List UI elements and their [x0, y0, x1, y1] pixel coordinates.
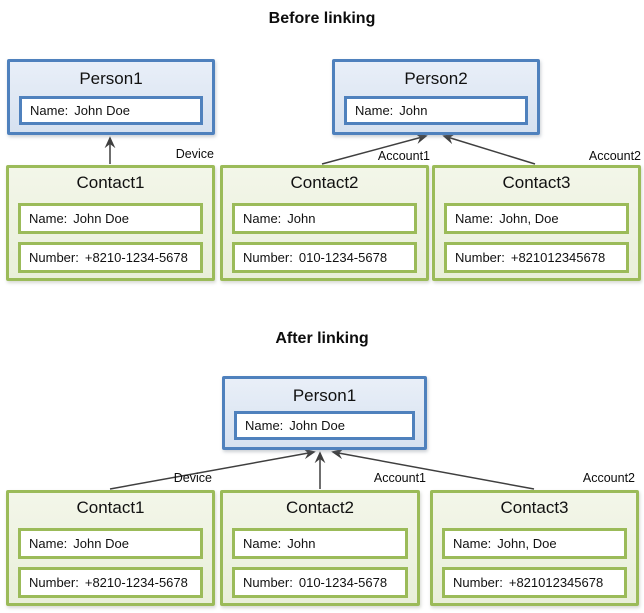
before-contact1-number-field: Number: +8210-1234-5678: [18, 242, 203, 273]
after-device-label: Device: [173, 471, 212, 485]
number-field-label: Number:: [453, 575, 503, 590]
name-field-value: John Doe: [74, 103, 130, 118]
before-person1-title: Person1: [79, 69, 143, 88]
number-field-value: +821012345678: [508, 575, 604, 590]
after-person1-title: Person1: [292, 386, 357, 405]
arrow-after-contact3-person1: [331, 448, 535, 490]
name-field-label: Name:: [29, 211, 68, 226]
before-person2-title: Person2: [404, 69, 468, 88]
name-field-value: John Doe: [73, 211, 129, 226]
after-contact2-name-field: Name: John: [232, 528, 408, 559]
after-contact1-box: Contact1 Name: John Doe Number: +8210-12…: [6, 490, 215, 606]
before-device-label: Device: [175, 147, 214, 161]
after-section-title: After linking: [275, 330, 369, 347]
after-contact3-title: Contact3: [500, 498, 569, 517]
name-field-label: Name:: [355, 103, 394, 118]
number-field-value: +8210-1234-5678: [84, 250, 188, 265]
number-field-value: 010-1234-5678: [298, 250, 388, 265]
name-field-label: Name:: [30, 103, 69, 118]
number-field-value: +8210-1234-5678: [84, 575, 188, 590]
name-field-value: John: [399, 103, 428, 118]
name-field-value: John, Doe: [499, 211, 559, 226]
before-contact3-title: Contact3: [502, 173, 571, 192]
before-person1-box: Person1 Name: John Doe: [7, 59, 215, 135]
after-contact1-title: Contact1: [76, 498, 145, 517]
number-field-label: Number:: [29, 575, 79, 590]
name-field-label: Name:: [455, 211, 494, 226]
name-field-label: Name:: [243, 211, 282, 226]
after-person1-name-field: Name: John Doe: [234, 411, 415, 440]
number-field-label: Number:: [243, 575, 293, 590]
before-contact1-box: Contact1 Name: John Doe Number: +8210-12…: [6, 165, 215, 281]
after-contact2-title: Contact2: [285, 498, 355, 517]
before-contact2-title: Contact2: [290, 173, 359, 192]
after-account2-label: Account2: [582, 471, 635, 485]
name-field-label: Name:: [245, 418, 284, 433]
after-contact2-box: Contact2 Name: John Number: 010-1234-567…: [220, 490, 420, 606]
number-field-label: Number:: [29, 250, 79, 265]
before-contact2-number-field: Number: 010-1234-5678: [232, 242, 417, 273]
name-field-value: John Doe: [289, 418, 345, 433]
name-field-label: Name:: [243, 536, 282, 551]
before-contact2-name-field: Name: John: [232, 203, 417, 234]
before-contact3-number-field: Number: +821012345678: [444, 242, 629, 273]
name-field-value: John: [287, 536, 316, 551]
before-contact3-name-field: Name: John, Doe: [444, 203, 629, 234]
before-contact3-box: Contact3 Name: John, Doe Number: +821012…: [432, 165, 641, 281]
before-contact2-box: Contact2 Name: John Number: 010-1234-567…: [220, 165, 429, 281]
before-person2-box: Person2 Name: John: [332, 59, 540, 135]
number-field-label: Number:: [243, 250, 293, 265]
number-field-value: 010-1234-5678: [298, 575, 388, 590]
before-section-title: Before linking: [268, 10, 376, 27]
arrow-before-contact3-person2: [442, 133, 536, 165]
after-contact2-number-field: Number: 010-1234-5678: [232, 567, 408, 598]
name-field-value: John, Doe: [497, 536, 557, 551]
name-field-value: John: [287, 211, 316, 226]
name-field-label: Name:: [453, 536, 492, 551]
arrow-after-contact1-person1: [109, 448, 316, 490]
number-field-label: Number:: [455, 250, 505, 265]
after-account1-label: Account1: [373, 471, 426, 485]
before-account1-label: Account1: [377, 149, 430, 163]
after-contact3-box: Contact3 Name: John, Doe Number: +821012…: [430, 490, 639, 606]
before-contact1-name-field: Name: John Doe: [18, 203, 203, 234]
before-person2-name-field: Name: John: [344, 96, 528, 125]
before-contact1-title: Contact1: [76, 173, 145, 192]
name-field-value: John Doe: [73, 536, 129, 551]
after-contact3-number-field: Number: +821012345678: [442, 567, 627, 598]
after-contact1-number-field: Number: +8210-1234-5678: [18, 567, 203, 598]
after-person1-box: Person1 Name: John Doe: [222, 376, 427, 450]
before-person1-name-field: Name: John Doe: [19, 96, 203, 125]
before-account2-label: Account2: [588, 149, 641, 163]
number-field-value: +821012345678: [510, 250, 606, 265]
name-field-label: Name:: [29, 536, 68, 551]
after-contact1-name-field: Name: John Doe: [18, 528, 203, 559]
after-contact3-name-field: Name: John, Doe: [442, 528, 627, 559]
